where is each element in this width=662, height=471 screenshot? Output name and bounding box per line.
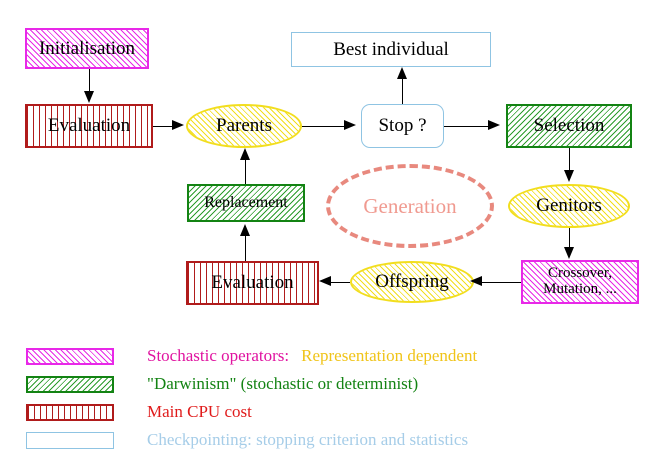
arrowhead-stop-to-selection [488,120,500,130]
node-replacement[interactable]: Replacement [187,184,305,222]
edge-stop-to-best-individual [402,78,403,104]
arrowhead-selection-to-genitors [564,170,574,182]
arrowhead-offspring-to-evaluation [319,276,331,286]
legend-swatch-green-diagonal-hatch-icon [26,375,114,393]
arrowhead-evaluation-to-parents [172,120,184,130]
legend-swatch-blue-horizontal-hatch-icon [26,431,114,449]
node-stop-label: Stop ? [378,115,427,137]
node-genitors[interactable]: Genitors [508,184,630,228]
legend-row-darwinism: "Darwinism" (stochastic or determinist) [26,373,418,395]
legend-row-stochastic-operators: Stochastic operators: Representation dep… [26,345,477,367]
node-initialisation[interactable]: Initialisation [25,28,149,69]
node-stop[interactable]: Stop ? [361,104,444,148]
legend-label-main-cpu-cost: Main CPU cost [147,402,252,421]
node-selection-label: Selection [533,115,605,137]
node-evaluation-bottom[interactable]: Evaluation [186,261,319,305]
node-replacement-label: Replacement [204,193,288,211]
node-evaluation-top-label: Evaluation [47,115,131,137]
node-evaluation-bottom-label: Evaluation [211,272,294,294]
node-best-individual[interactable]: Best individual [291,32,491,67]
node-crossover-mutation-label: Crossover, Mutation, ... [543,265,617,297]
edge-initialisation-to-evaluation [89,69,90,93]
legend-swatch-magenta-diagonal-hatch-icon [26,347,114,365]
legend-label-representation-dependent: Representation dependent [301,346,478,365]
edge-crossover-to-offspring [482,282,521,283]
edge-genitors-to-crossover [569,228,570,249]
arrowhead-stop-to-best-individual [397,67,407,79]
node-evaluation-top[interactable]: Evaluation [25,104,153,148]
node-best-individual-label: Best individual [333,38,449,60]
edge-offspring-to-evaluation [331,282,350,283]
node-generation-label: Generation [363,193,457,218]
node-genitors-label: Genitors [536,195,602,217]
node-parents[interactable]: Parents [186,104,302,148]
arrowhead-replacement-to-parents [240,148,250,160]
node-crossover-mutation[interactable]: Crossover, Mutation, ... [521,260,639,304]
node-initialisation-label: Initialisation [38,37,136,59]
arrowhead-crossover-to-offspring [470,276,482,286]
legend-label-darwinism: "Darwinism" (stochastic or determinist) [147,374,419,393]
node-offspring-label: Offspring [375,271,449,293]
arrowhead-evaluation-to-replacement [240,224,250,236]
legend-label-stochastic-operators: Stochastic operators: [147,346,290,365]
legend-label-checkpointing: Checkpointing: stopping criterion and st… [147,430,469,449]
edge-evaluation-to-parents [153,126,175,127]
arrowhead-genitors-to-crossover [564,247,574,259]
edge-selection-to-genitors [569,148,570,172]
edge-evaluation-to-replacement [245,234,246,261]
legend-swatch-red-vertical-hatch-icon [26,403,114,421]
legend-row-main-cpu-cost: Main CPU cost [26,401,252,423]
arrowhead-parents-to-stop [344,120,356,130]
node-offspring[interactable]: Offspring [350,261,474,303]
node-generation-annotation: Generation [326,164,494,248]
legend-row-checkpointing: Checkpointing: stopping criterion and st… [26,429,468,451]
node-selection[interactable]: Selection [506,104,632,148]
arrowhead-initialisation-to-evaluation [84,91,94,103]
edge-parents-to-stop [302,126,344,127]
edge-replacement-to-parents [245,159,246,184]
edge-stop-to-selection [444,126,488,127]
node-parents-label: Parents [216,115,272,137]
